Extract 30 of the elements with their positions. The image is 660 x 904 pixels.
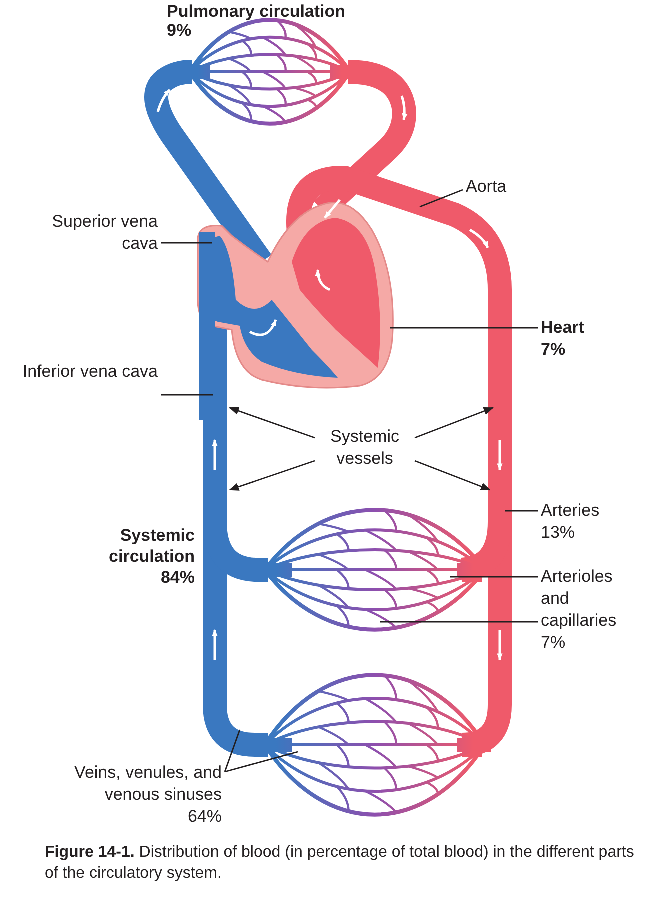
leader-line [505, 510, 538, 512]
leader-arrow [229, 407, 316, 439]
leader-line [161, 242, 212, 244]
leader-line [450, 576, 538, 578]
callout-label: Arteries [541, 500, 601, 522]
percentage-label: 9% [167, 20, 193, 41]
leader-arrow [414, 460, 491, 491]
percentage-label: 64% [186, 806, 222, 828]
leader-arrow [414, 407, 494, 439]
callout-label: Heart [541, 317, 586, 339]
leader-line [390, 327, 538, 329]
callout-label: Aorta [466, 176, 546, 198]
callout-label: Systemic vessels [318, 426, 412, 470]
leader-line [161, 394, 213, 396]
leader-line [380, 621, 538, 623]
leader-line [224, 730, 241, 772]
percentage-label: 13% [541, 522, 576, 544]
callout-label: Arterioles and capillaries [541, 566, 618, 632]
callout-label: Inferior vena cava [18, 361, 158, 383]
figure-caption: Figure 14-1. Distribution of blood (in percentage of total blood) in the different parts of the circulatory system. [45, 843, 636, 884]
section-heading: Pulmonary circulation [167, 1, 347, 22]
callout-label: Superior vena cava [18, 211, 158, 255]
callout-label: Veins, venules, and venous sinuses [74, 762, 222, 806]
leader-line [224, 751, 298, 773]
leader-arrow [229, 460, 316, 491]
percentage-label: 7% [541, 339, 567, 361]
percentage-label: 7% [541, 632, 567, 654]
percentage-label: 84% [160, 567, 195, 588]
leader-line [420, 189, 464, 208]
section-heading: Systemic circulation [108, 525, 195, 567]
